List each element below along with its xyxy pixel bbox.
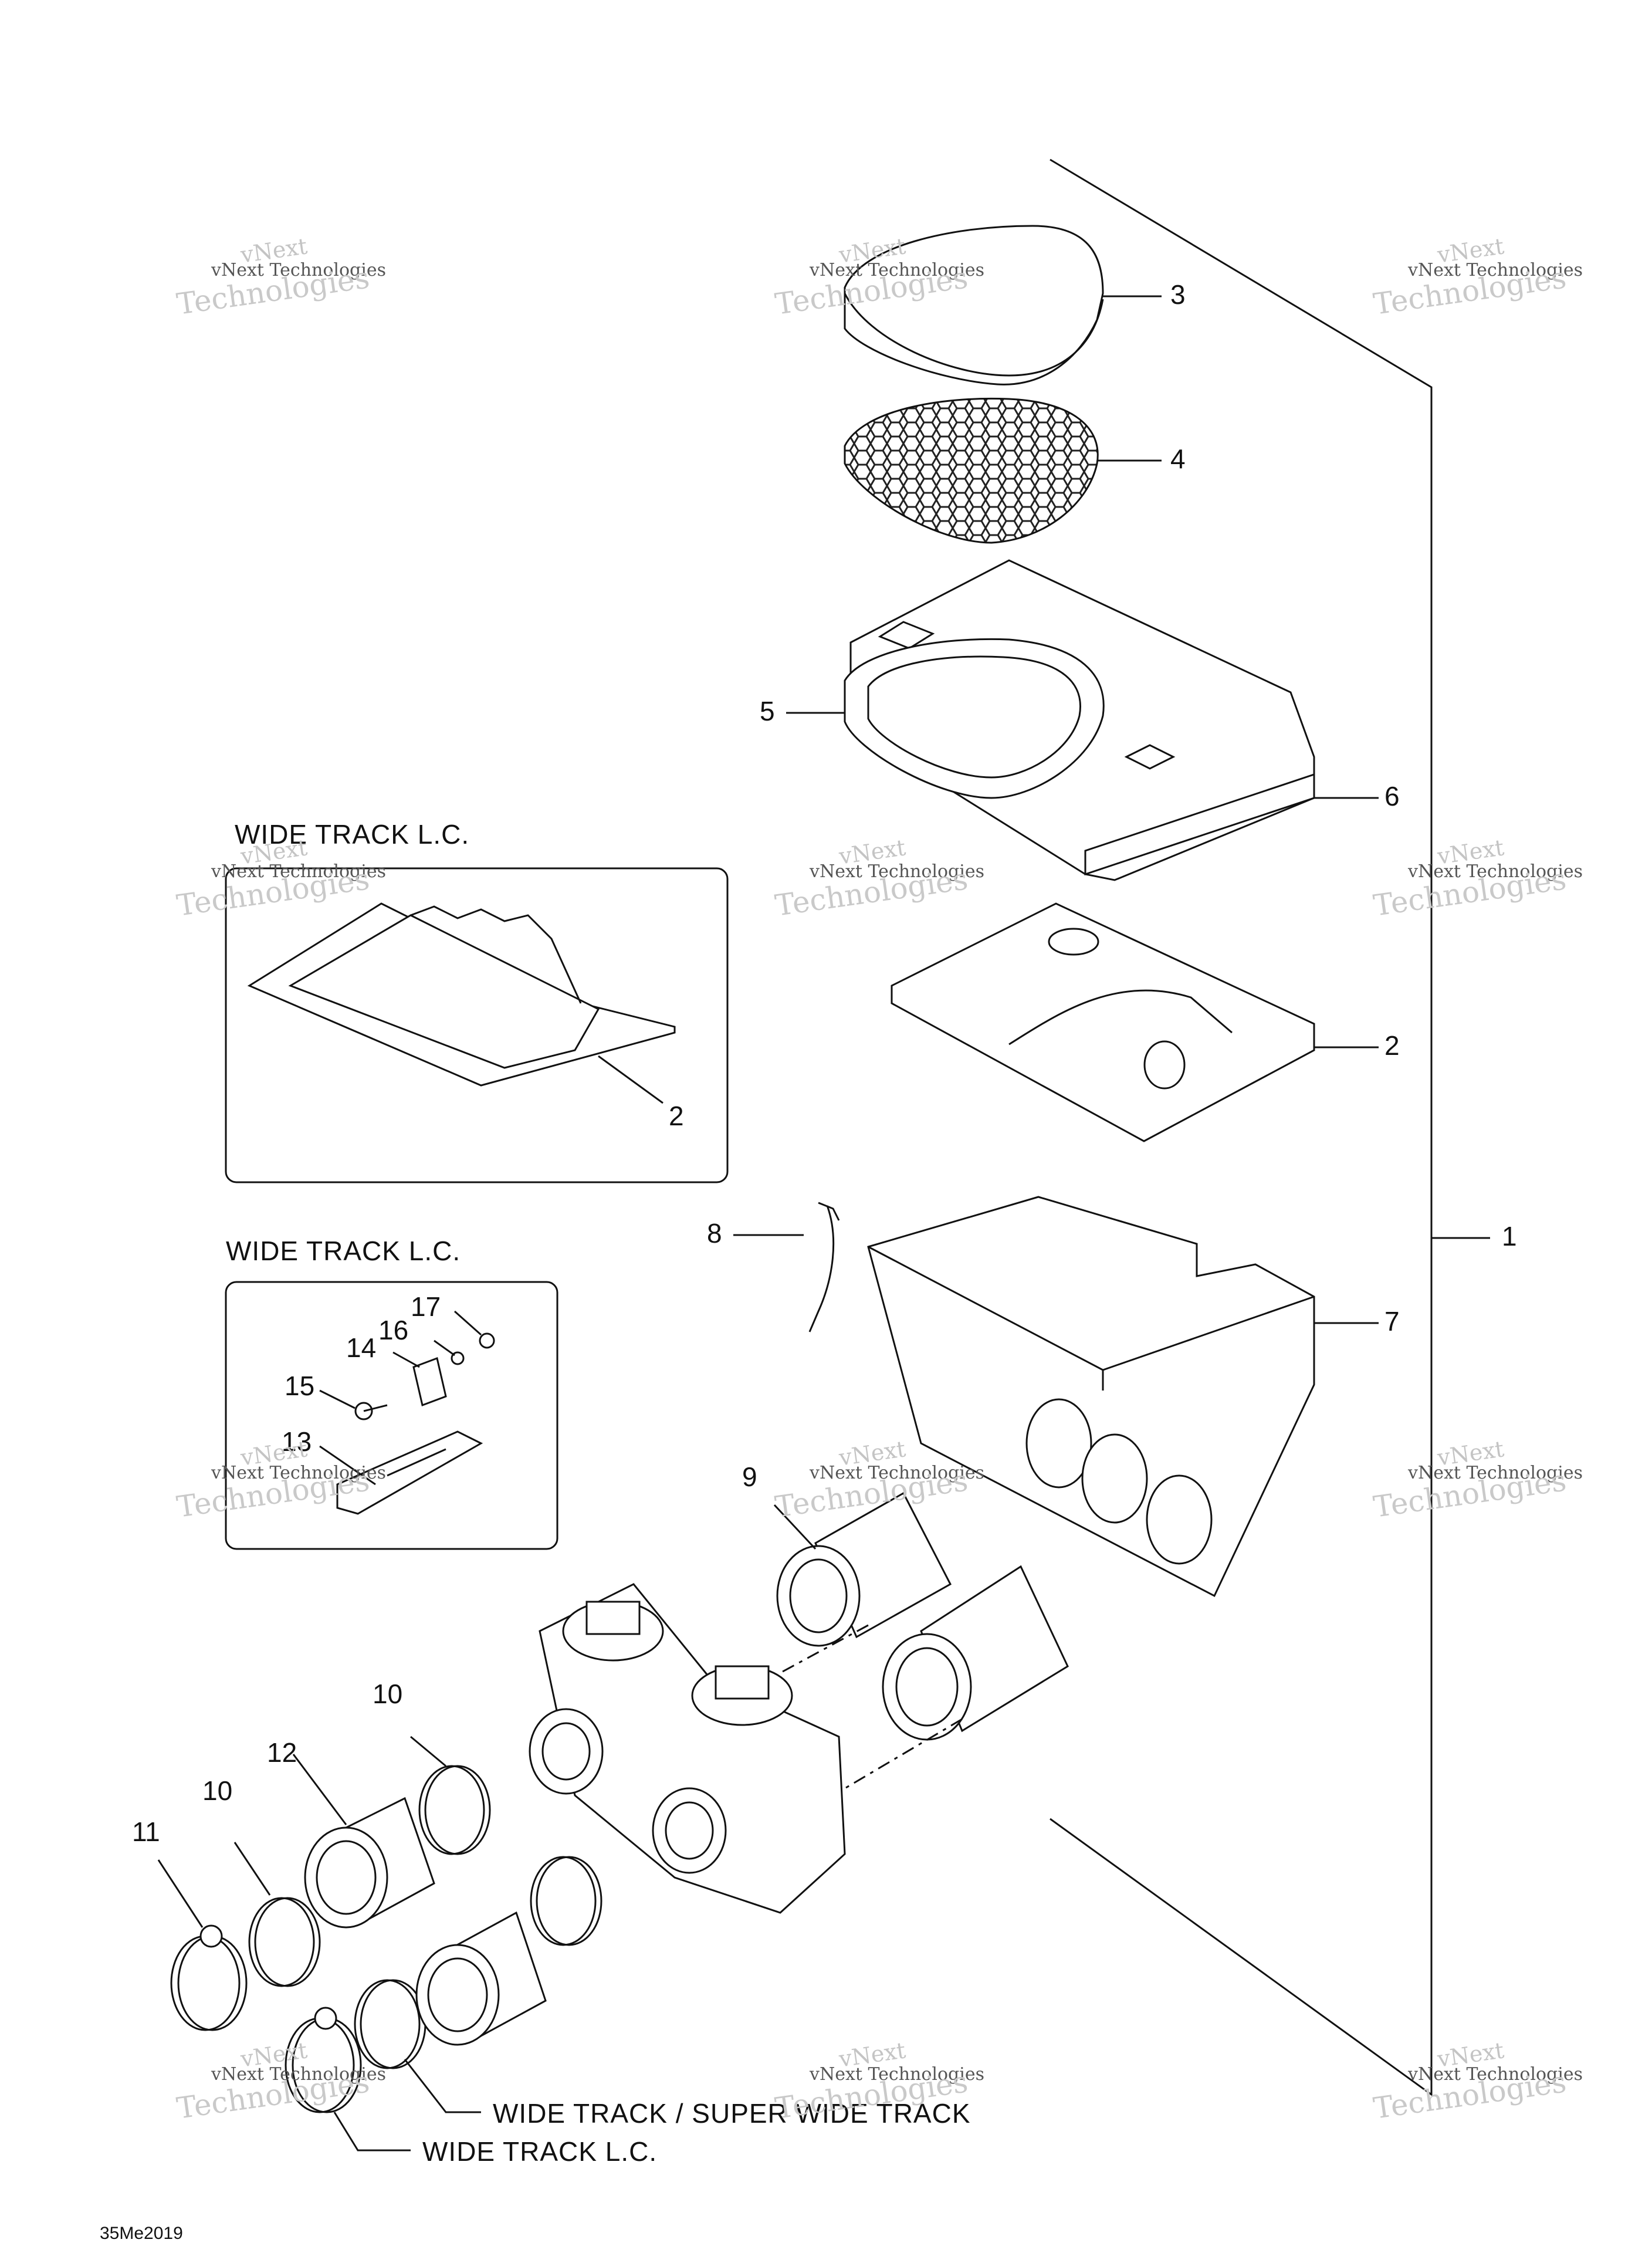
callout-11: 11 — [132, 1816, 160, 1847]
leader-boots-upper — [404, 2059, 481, 2113]
hose-clamp-part-11 — [157, 1859, 362, 2113]
callout-15: 15 — [285, 1371, 315, 1401]
callout-2-inset: 2 — [669, 1101, 684, 1131]
callout-7: 7 — [1384, 1306, 1400, 1337]
callout-5: 5 — [760, 696, 775, 726]
airbox-part-7 — [867, 1196, 1379, 1598]
callout-6: 6 — [1384, 781, 1400, 811]
filter-mesh-part-4 — [844, 397, 1162, 544]
clip-part-8 — [733, 1202, 840, 1332]
caption-inset-bottom: WIDE TRACK L.C. — [226, 1236, 461, 1266]
plate-part-2 — [891, 902, 1379, 1142]
clamp-wide-track-lc — [354, 1856, 602, 2069]
callout-1: 1 — [1502, 1221, 1517, 1251]
rubber-boot-part-12 — [292, 1754, 547, 2046]
inset-top-frame — [225, 867, 729, 1183]
inset-bottom-frame — [225, 1281, 558, 1550]
leader-boots-lower — [333, 2112, 411, 2151]
callout-2-main: 2 — [1384, 1030, 1400, 1061]
callout-3: 3 — [1170, 279, 1186, 310]
clamp-part-10-upper — [410, 1736, 491, 1855]
filter-cover-part-3 — [844, 225, 1162, 385]
caption-boots-lower: WIDE TRACK L.C. — [422, 2136, 658, 2167]
clamp-part-10-lower — [233, 1842, 321, 1987]
callout-12: 12 — [267, 1737, 297, 1768]
reference-code: 35Me2019 — [100, 2224, 183, 2243]
caption-inset-top: WIDE TRACK L.C. — [235, 819, 470, 850]
callout-14: 14 — [346, 1332, 377, 1363]
callout-10-lower: 10 — [202, 1775, 233, 1806]
callout-8: 8 — [707, 1218, 722, 1249]
assembly-frame — [1050, 158, 1433, 2096]
callout-16: 16 — [378, 1315, 409, 1345]
carburetor-assembly — [529, 1583, 846, 1914]
callout-9: 9 — [742, 1462, 757, 1492]
callout-13: 13 — [282, 1426, 312, 1457]
caption-boots-upper: WIDE TRACK / SUPER WIDE TRACK — [493, 2098, 971, 2129]
callout-10-upper: 10 — [373, 1679, 403, 1709]
callout-4: 4 — [1170, 444, 1186, 474]
callout-17: 17 — [411, 1291, 441, 1322]
lid-gasket-part-5 — [786, 638, 1105, 799]
